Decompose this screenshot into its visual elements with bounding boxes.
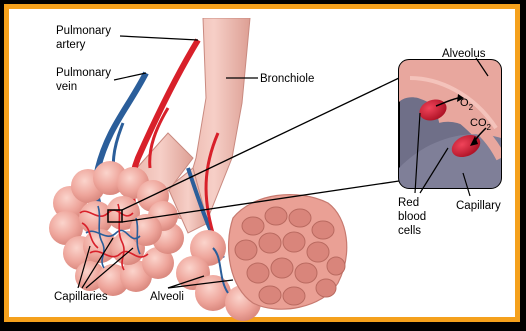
alveolus-inset: O2 CO2	[399, 60, 501, 188]
capillary-label: Capillary	[456, 200, 501, 212]
alveolus-label: Alveolus	[442, 48, 486, 60]
pulmonary-vein-label-line1: Pulmonary	[56, 67, 111, 79]
diagram-canvas: O2 CO2	[18, 18, 524, 326]
red-blood-cells-label-line2: blood	[398, 211, 426, 223]
alveoli-label: Alveoli	[150, 291, 184, 303]
bronchiole-label: Bronchiole	[260, 73, 314, 85]
lung-alveoli-diagram: O2 CO2	[18, 18, 524, 326]
capillaries-label: Capillaries	[54, 291, 108, 303]
pulmonary-vein-label-line2: vein	[56, 81, 77, 93]
red-blood-cells-label-line3: cells	[398, 225, 421, 237]
pulmonary-artery-label-line2: artery	[56, 39, 86, 51]
red-blood-cells-label-line1: Red	[398, 197, 419, 209]
orange-border: O2 CO2	[4, 4, 520, 322]
pulmonary-artery-label-line1: Pulmonary	[56, 25, 111, 37]
